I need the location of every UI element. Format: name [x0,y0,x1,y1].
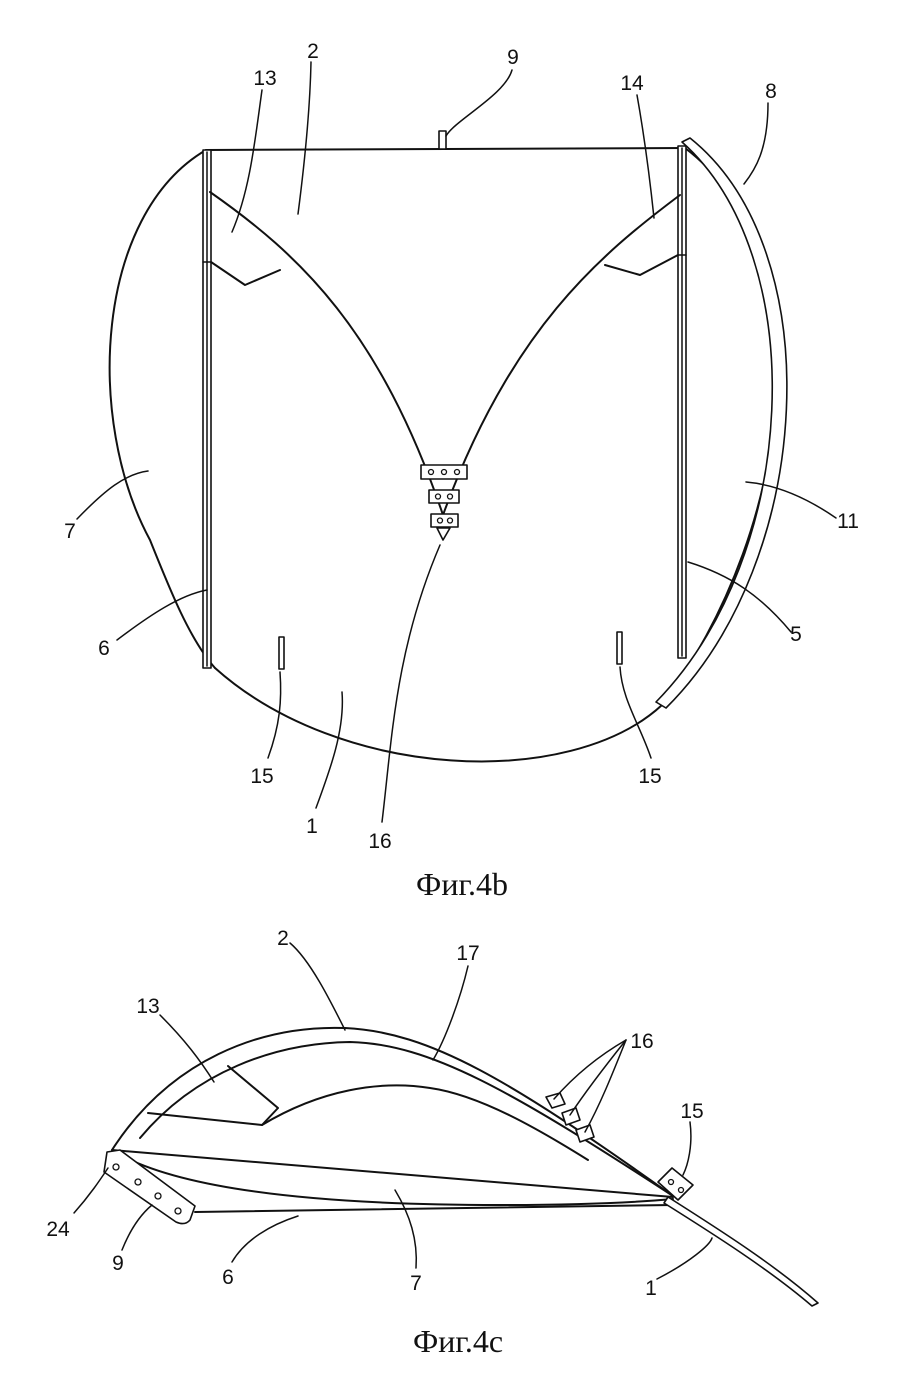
label-17: 17 [456,942,479,965]
label-8: 8 [765,80,777,103]
leader-lines-4c [73,942,713,1280]
labels-4b: 13 2 9 14 8 7 11 6 5 15 15 1 16 [64,40,859,853]
panel-13-4c [227,1065,279,1126]
upper-shell-inner [139,1041,674,1197]
panel-13-4c-bottom [147,1112,263,1126]
base-6 [194,1204,674,1213]
label-7-4c: 7 [410,1272,422,1295]
label-6: 6 [98,637,110,660]
slot-15-left [278,636,285,670]
right-rail-8 [655,137,788,709]
label-7: 7 [64,520,76,543]
upper-shell-outer [111,1026,674,1197]
leader-lines-4b [76,61,837,823]
tail-part-1 [663,1196,819,1307]
bottom-outline [214,667,663,763]
left-outer-lobe [108,149,216,669]
label-2-4c: 2 [277,927,289,950]
connector-plates [420,464,468,541]
label-6-4c: 6 [222,1266,234,1289]
panel-13-edge [210,261,281,286]
figure-caption-4b: Фиг.4b [416,866,508,902]
label-2: 2 [307,40,319,63]
label-9-4c: 9 [112,1252,124,1275]
figure-4b [76,61,837,823]
label-13: 13 [253,67,276,90]
left-fold-line [209,191,444,516]
inner-opening-17 [261,1084,589,1161]
label-16: 16 [368,830,391,853]
label-1: 1 [306,815,318,838]
slot-15-right [616,631,623,665]
bracket-15 [657,1167,694,1201]
figure-caption-4c: Фиг.4c [413,1323,503,1359]
tab-9 [438,130,447,150]
side-panel-7-bottom [114,1151,674,1206]
label-15-right: 15 [638,765,661,788]
label-5: 5 [790,623,802,646]
label-15-4c: 15 [680,1100,703,1123]
panel-14-edge [604,254,679,276]
label-15-left: 15 [250,765,273,788]
label-9: 9 [507,46,519,69]
side-panel-7-top [111,1149,674,1198]
label-13-4c: 13 [136,995,159,1018]
mounting-plate-9 [103,1149,196,1225]
label-1-4c: 1 [645,1277,657,1300]
label-14: 14 [620,72,644,95]
label-24: 24 [46,1218,70,1241]
connectors-16 [545,1092,595,1143]
figure-4c [73,942,819,1307]
label-16-4c: 16 [630,1030,653,1053]
labels-4c: 2 17 13 16 15 24 9 6 7 1 [46,927,703,1300]
right-fold-line [442,194,681,516]
label-11: 11 [837,510,859,533]
